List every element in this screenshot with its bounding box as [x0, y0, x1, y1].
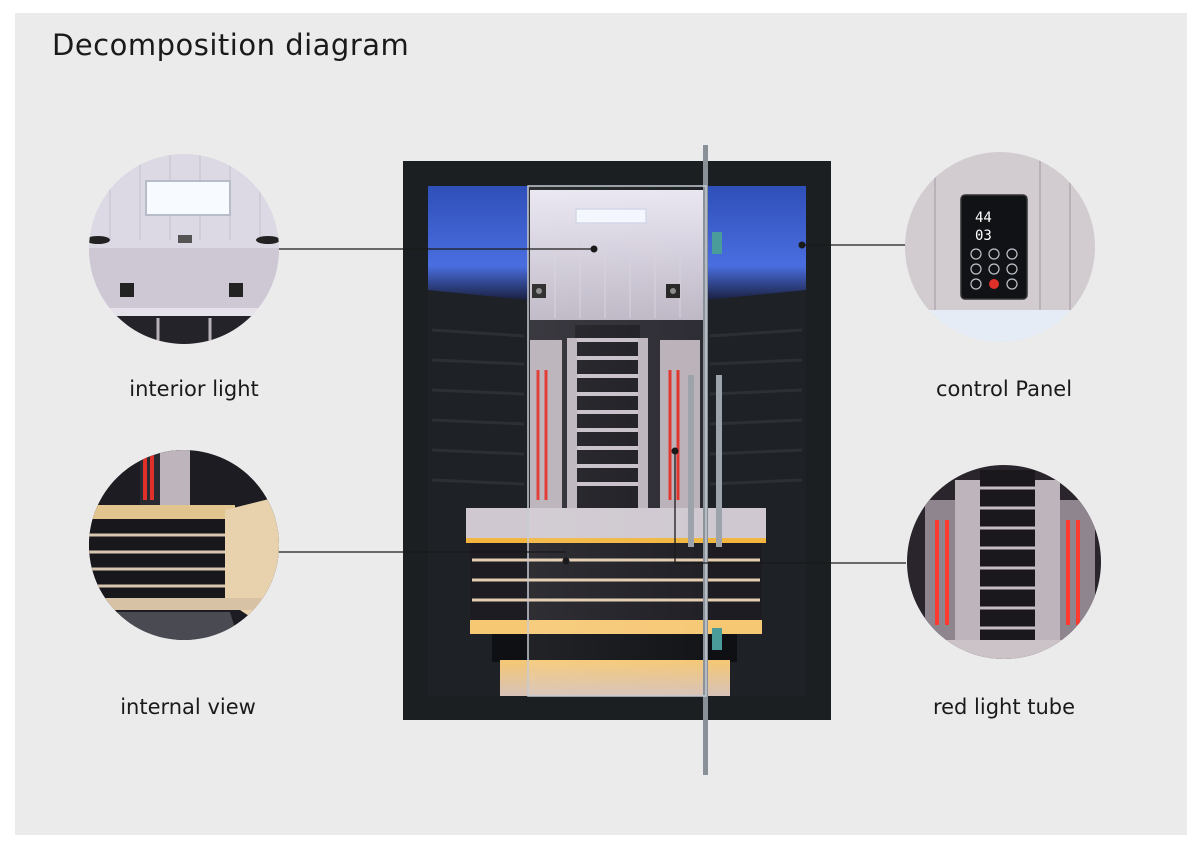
control-panel-temperature: 44 [975, 210, 992, 226]
door-hinge-bottom [712, 628, 722, 650]
detail-red-light-tube [907, 465, 1101, 659]
door-handle-left [688, 375, 694, 547]
label-interior-light: interior light [129, 377, 259, 401]
right-blue-glow [706, 186, 806, 300]
anchor-interior-light [590, 245, 598, 253]
page-title: Decomposition diagram [52, 28, 410, 62]
door-hinge-top [712, 232, 722, 254]
label-internal-view: internal view [120, 695, 256, 719]
detail-interior-light [89, 154, 279, 344]
anchor-internal-view [562, 557, 570, 565]
glass-door [527, 185, 707, 697]
label-control-panel: control Panel [935, 377, 1073, 401]
sauna-cabin [403, 145, 831, 775]
control-panel-device [960, 194, 1028, 300]
label-red-light-tube: red light tube [932, 695, 1076, 719]
control-panel-time: 03 [975, 228, 992, 244]
detail-control-panel: 44 03 [905, 152, 1095, 342]
anchor-red-light-tube [671, 447, 679, 455]
callout-lines [278, 244, 906, 564]
detail-internal-view [89, 450, 279, 640]
anchor-control-panel [798, 241, 806, 249]
left-blue-glow [428, 186, 528, 300]
door-handle-right [716, 375, 722, 547]
leader-red-light-tube [674, 451, 906, 564]
